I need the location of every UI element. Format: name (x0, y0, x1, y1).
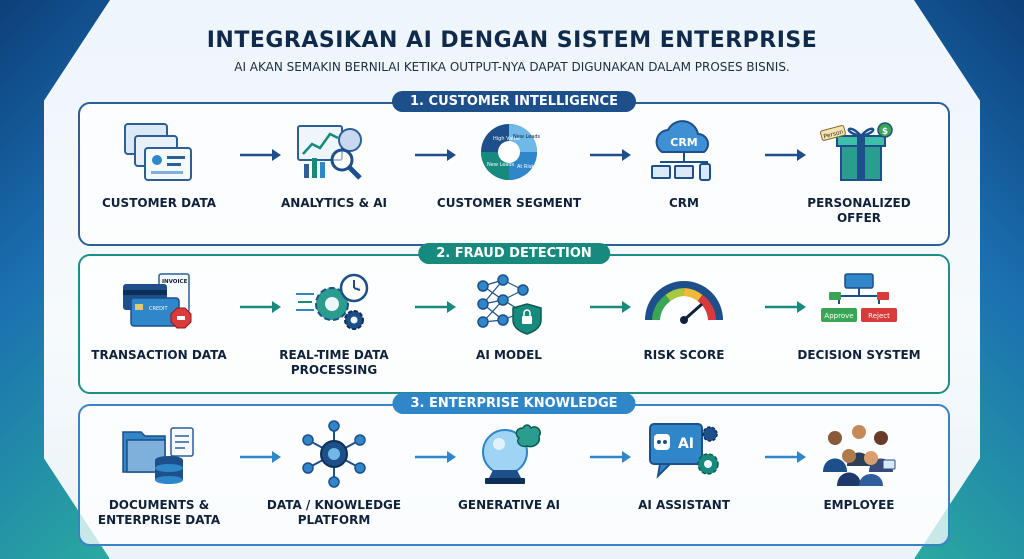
step-ai-assistant: AI AI ASSISTANT (609, 420, 759, 540)
card-label: CREDIT (149, 306, 168, 312)
decision-tree-icon: Approve Reject (821, 273, 897, 322)
arrow-right-icon (765, 301, 806, 313)
step-label: EMPLOYEE (823, 498, 895, 512)
step-customer-data: CUSTOMER DATA (84, 118, 234, 238)
profile-cards-icon (124, 123, 192, 181)
step-employee: EMPLOYEE (784, 420, 934, 540)
gift-icon: Person $ (820, 122, 893, 181)
section-label: 3. ENTERPRISE KNOWLEDGE (392, 393, 636, 414)
step-label: DOCUMENTS & ENTERPRISE DATA (97, 498, 221, 527)
arrow-right-icon (240, 149, 281, 161)
arrow-right-icon (240, 301, 281, 313)
step-label: RISK SCORE (643, 348, 725, 362)
segment-label: New Leads (513, 134, 541, 140)
flow-row: INVOICE CREDIT TRANSACTION DATA (80, 270, 948, 390)
segment-label: High Value (493, 136, 520, 142)
step-customer-segment: High Value New Leads New Leads At Risk C… (434, 118, 584, 238)
step-label: TRANSACTION DATA (91, 348, 227, 362)
step-label: CUSTOMER SEGMENT (436, 196, 582, 210)
credit-card-icon: INVOICE CREDIT (123, 273, 192, 329)
segment-label: New Leads (487, 162, 515, 168)
crm-badge: CRM (670, 136, 698, 149)
arrow-right-icon (590, 451, 631, 463)
ai-badge: AI (678, 436, 694, 452)
step-label: CUSTOMER DATA (102, 196, 216, 210)
step-crm: CRM CRM (609, 118, 759, 238)
section-label: 1. CUSTOMER INTELLIGENCE (392, 91, 636, 112)
analytics-magnifier-icon (297, 125, 362, 180)
step-personalized-offer: Person $ PERSONALIZED OFFER (784, 118, 934, 238)
gear-clock-icon (296, 273, 369, 330)
step-decision-system: Approve Reject DECISION SYSTEM (784, 270, 934, 390)
step-risk-score: RISK SCORE (609, 270, 759, 390)
section-fraud-detection: 2. FRAUD DETECTION INVOICE CREDIT TRANSA… (78, 243, 950, 394)
neural-network-icon (477, 274, 542, 335)
arrow-right-icon (240, 451, 281, 463)
step-label: CRM (669, 196, 699, 210)
gauge-icon (645, 281, 723, 324)
step-label: DATA / KNOWLEDGE PLATFORM (266, 498, 402, 527)
segment-label: At Risk (517, 164, 534, 170)
section-customer-intelligence: 1. CUSTOMER INTELLIGENCE CUSTOMER DATA (78, 91, 950, 246)
step-knowledge-platform: DATA / KNOWLEDGE PLATFORM (259, 420, 409, 540)
step-label: ANALYTICS & AI (281, 196, 387, 210)
cloud-crm-icon: CRM (651, 120, 711, 181)
step-real-time-processing: REAL-TIME DATA PROCESSING (259, 270, 409, 390)
arrow-right-icon (765, 451, 806, 463)
page-title: INTEGRASIKAN AI DENGAN SISTEM ENTERPRISE (206, 28, 818, 53)
invoice-label: INVOICE (162, 279, 188, 285)
step-ai-model: AI MODEL (434, 270, 584, 390)
approve-label: Approve (824, 312, 853, 320)
step-label: DECISION SYSTEM (797, 348, 921, 362)
step-label: AI ASSISTANT (638, 498, 730, 512)
flow-row: CUSTOMER DATA ANALYTICS & AI (80, 118, 948, 238)
svg-text:$: $ (882, 127, 888, 137)
step-generative-ai: GENERATIVE AI (434, 420, 584, 540)
arrow-right-icon (415, 301, 456, 313)
arrow-right-icon (765, 149, 806, 161)
step-documents: DOCUMENTS & ENTERPRISE DATA (84, 420, 234, 540)
arrow-right-icon (415, 149, 456, 161)
segment-ring-icon: High Value New Leads New Leads At Risk (481, 124, 541, 180)
step-label: AI MODEL (476, 348, 542, 362)
people-group-icon (823, 425, 896, 486)
folder-database-icon (122, 427, 194, 484)
page-subtitle: AI AKAN SEMAKIN BERNILAI KETIKA OUTPUT-N… (234, 60, 790, 74)
crystal-ball-brain-icon (482, 424, 542, 484)
arrow-right-icon (415, 451, 456, 463)
reject-label: Reject (868, 312, 890, 320)
chat-robot-icon: AI (649, 423, 719, 479)
arrow-right-icon (590, 149, 631, 161)
step-transaction-data: INVOICE CREDIT TRANSACTION DATA (84, 270, 234, 390)
step-label: GENERATIVE AI (458, 498, 560, 512)
step-label: REAL-TIME DATA PROCESSING (279, 348, 389, 377)
hub-network-icon (302, 420, 366, 488)
section-label: 2. FRAUD DETECTION (418, 243, 610, 264)
section-enterprise-knowledge: 3. ENTERPRISE KNOWLEDGE DOCUMENTS & ENTE… (78, 393, 950, 546)
flow-row: DOCUMENTS & ENTERPRISE DATA DATA / KNOWL… (80, 420, 948, 540)
step-analytics-ai: ANALYTICS & AI (259, 118, 409, 238)
step-label: PERSONALIZED OFFER (807, 196, 911, 225)
arrow-right-icon (590, 301, 631, 313)
